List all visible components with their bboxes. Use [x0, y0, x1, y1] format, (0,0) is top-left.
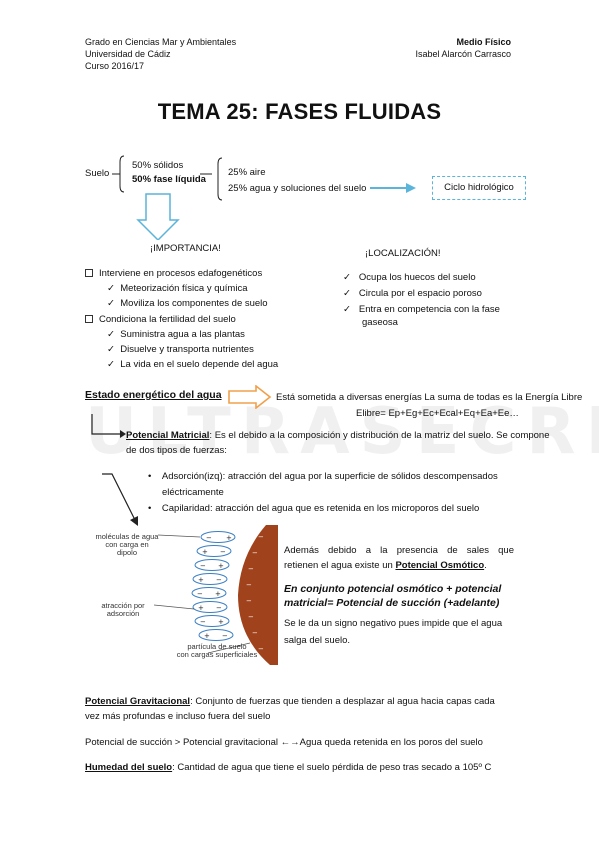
adsorcion-item: • Adsorción(izq): atracción del agua por… — [148, 471, 498, 482]
negativo-line1: Se le da un signo negativo pues impide q… — [284, 618, 503, 629]
svg-text:−: − — [248, 565, 254, 573]
importancia-subitem: ✓ Suministra agua a las plantas — [107, 329, 245, 340]
suelo-agua: 25% agua y soluciones del suelo — [228, 183, 367, 194]
localizacion-list: ✓ Ocupa los huecos del suelo ✓ Circula p… — [343, 272, 500, 329]
suelo-aire: 25% aire — [228, 167, 266, 178]
localizacion-item: ✓ Ocupa los huecos del suelo — [343, 272, 476, 283]
matricial-term: Potencial Matricial — [126, 430, 210, 441]
svg-text:−: − — [206, 534, 212, 542]
svg-text:−: − — [258, 645, 264, 653]
importancia-item: Interviene en procesos edafogenéticos — [85, 268, 278, 283]
square-bullet-icon — [85, 315, 93, 324]
ciclo-hidrologico-label: Ciclo hidrológico — [444, 182, 514, 193]
svg-text:+: + — [215, 590, 221, 598]
svg-text:−: − — [197, 590, 203, 598]
svg-text:−: − — [200, 618, 206, 626]
suelo-label: Suelo — [85, 168, 110, 179]
localizacion-heading: ¡LOCALIZACIÓN! — [365, 248, 441, 259]
importancia-subitem: ✓ Meteorización física y química — [107, 283, 248, 294]
check-icon: ✓ — [343, 272, 359, 283]
svg-text:−: − — [216, 576, 222, 584]
negativo-line2: salga del suelo. — [284, 635, 351, 646]
importancia-list: Interviene en procesos edafogenéticos ✓ … — [85, 268, 278, 374]
header-degree: Grado en Ciencias Mar y Ambientales — [85, 37, 237, 47]
svg-text:−: − — [252, 549, 258, 557]
svg-text:−: − — [222, 632, 228, 640]
estado-line1: Está sometida a diversas energías La sum… — [276, 392, 583, 403]
estado-formula: Elibre= Ep+Eg+Ec+Ecal+Eq+Ea+Ee… — [356, 408, 519, 419]
capilaridad-item: • Capilaridad: atracción del agua que es… — [148, 503, 480, 514]
svg-text:+: + — [198, 604, 204, 612]
gravitacional-line1: Potencial Gravitacional: Conjunto de fue… — [85, 696, 495, 707]
svg-text:−: − — [220, 548, 226, 556]
svg-text:−: − — [258, 533, 264, 541]
svg-text:−: − — [246, 581, 252, 589]
succion-line1: En conjunto potencial osmótico + potenci… — [284, 583, 502, 595]
osmotico-line2: retienen el agua existe un Potencial Osm… — [284, 560, 487, 571]
orange-arrow-icon — [228, 385, 272, 409]
svg-text:−: − — [216, 604, 222, 612]
osmotico-term: Potencial Osmótico — [395, 560, 485, 571]
header-university: Universidad de Cádiz — [85, 49, 171, 59]
matricial-line1: Potencial Matricial: Es el debido a la c… — [126, 430, 550, 441]
ciclo-hidrologico-box: Ciclo hidrológico — [432, 176, 526, 200]
importancia-subitem: ✓ La vida en el suelo depende del agua — [107, 359, 279, 370]
importancia-subitem: ✓ Moviliza los componentes de suelo — [107, 298, 268, 309]
soil-particle-figure: −+ +− −+ +− −+ +− −+ +− −−− −−− −− — [153, 525, 278, 665]
check-icon: ✓ — [107, 344, 121, 355]
humedad-line: Humedad del suelo: Cantidad de agua que … — [85, 762, 492, 773]
page-title: TEMA 25: FASES FLUIDAS — [157, 99, 442, 124]
svg-text:−: − — [200, 562, 206, 570]
matricial-line2: de dos tipos de fuerzas: — [126, 445, 227, 456]
estado-heading: Estado energético del agua — [85, 389, 222, 401]
svg-text:+: + — [202, 548, 208, 556]
gravitacional-term: Potencial Gravitacional — [85, 696, 191, 707]
header-left: Grado en Ciencias Mar y Ambientales Univ… — [85, 36, 236, 72]
localizacion-item: ✓ Circula por el espacio poroso — [343, 288, 482, 299]
header-author: Isabel Alarcón Carrasco — [415, 49, 511, 59]
check-icon: ✓ — [107, 298, 121, 309]
header-course: Curso 2016/17 — [85, 61, 145, 71]
svg-text:+: + — [198, 576, 204, 584]
square-bullet-icon — [85, 269, 93, 278]
check-icon: ✓ — [343, 288, 359, 299]
svg-text:+: + — [218, 562, 224, 570]
suelo-solidos: 50% sólidos — [132, 160, 184, 171]
svg-text:+: + — [218, 618, 224, 626]
check-icon: ✓ — [107, 359, 121, 370]
header-subject: Medio Físico — [456, 37, 511, 47]
svg-text:+: + — [226, 534, 232, 542]
svg-text:−: − — [246, 597, 252, 605]
watermark: ULTRASECRETO — [85, 395, 599, 469]
osmotico-line1: Además debido a la presencia de sales qu… — [284, 545, 514, 556]
suelo-fase-liquida: 50% fase líquida — [132, 174, 206, 185]
importancia-heading: ¡IMPORTANCIA! — [150, 243, 221, 254]
diagonal-arrow-icon — [102, 473, 138, 526]
humedad-term: Humedad del suelo — [85, 762, 173, 773]
check-icon: ✓ — [107, 329, 121, 340]
adsorcion-cont: eléctricamente — [162, 487, 224, 498]
importancia-subitem: ✓ Disuelve y transporta nutrientes — [107, 344, 254, 355]
comparacion-line: Potencial de succión > Potencial gravita… — [85, 737, 483, 748]
svg-text:−: − — [248, 613, 254, 621]
right-angle-arrow-icon — [91, 414, 126, 438]
gravitacional-line2: vez más profundas e incluso fuera del su… — [85, 711, 271, 722]
bullet-icon: • — [148, 471, 162, 482]
succion-line2: matricial= Potencial de succión (+adelan… — [284, 597, 500, 609]
localizacion-item: ✓ Entra en competencia con la fase — [343, 304, 500, 315]
check-icon: ✓ — [107, 283, 121, 294]
bullet-icon: • — [148, 503, 162, 514]
localizacion-item-cont: gaseosa — [362, 317, 398, 328]
osmotico-block: Además debido a la presencia de sales qu… — [284, 545, 514, 647]
suelo-diagram — [112, 155, 416, 240]
importancia-item: Condiciona la fertilidad del suelo — [85, 314, 278, 329]
check-icon: ✓ — [343, 304, 359, 315]
svg-text:+: + — [204, 632, 210, 640]
svg-text:−: − — [252, 629, 258, 637]
